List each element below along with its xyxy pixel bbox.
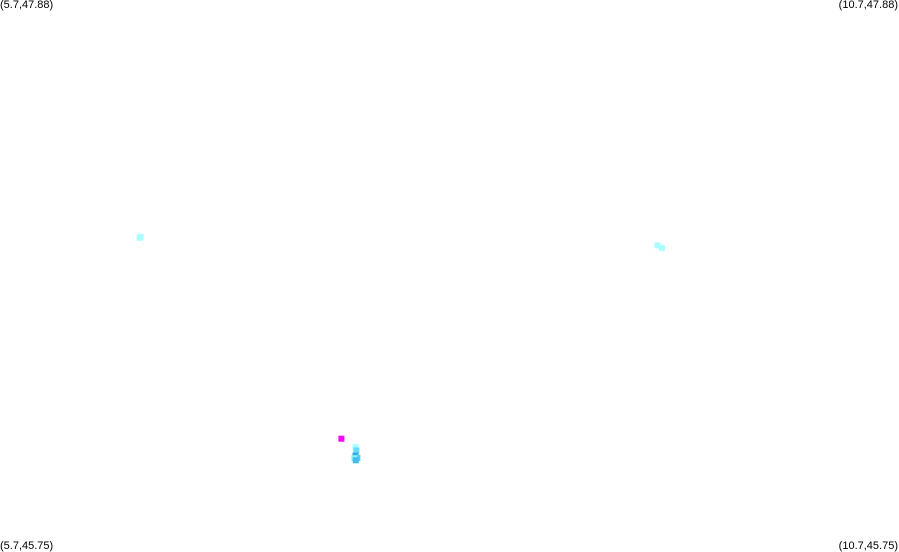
map-point-1	[137, 233, 144, 240]
corner-label-top-left: (5.7,47.88)	[0, 0, 54, 11]
corner-label-bottom-right: (10.7,45.75)	[838, 540, 898, 552]
corner-label-top-right: (10.7,47.88)	[838, 0, 898, 11]
map-point-5	[352, 444, 359, 450]
map-point-10	[352, 457, 359, 464]
points-layer	[136, 233, 665, 464]
map-point-4	[338, 435, 345, 442]
corner-label-bottom-left: (5.7,45.75)	[0, 540, 54, 552]
map-point-6	[353, 447, 360, 454]
map-point-3	[659, 245, 665, 251]
map-point-2	[654, 242, 661, 249]
